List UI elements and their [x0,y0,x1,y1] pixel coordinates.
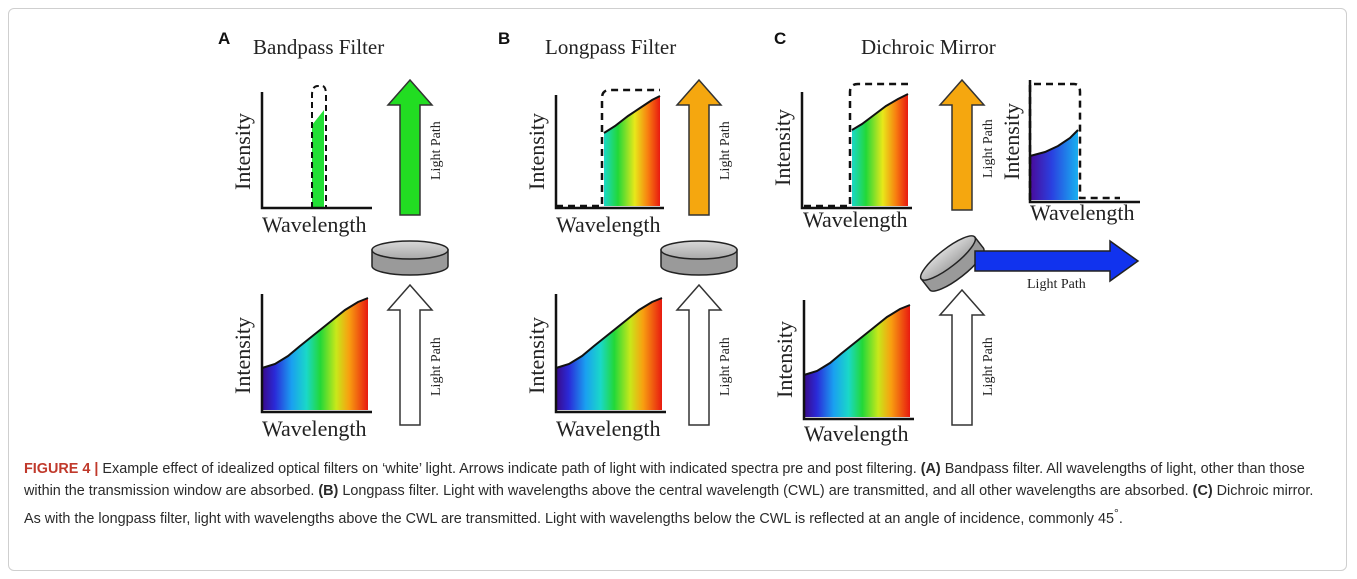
spectrum-curve [803,304,911,376]
bandpass-filter-element [371,240,449,276]
arrow-label: Light Path [429,121,444,180]
figure-diagram: A Bandpass Filter Intensity Wavelength L… [218,29,1140,446]
spectrum-curve [261,297,369,369]
arrow-label: Light Path [981,337,996,396]
input-spectrum-chart: Intensity Wavelength [524,294,666,441]
output-spectrum-chart: Intensity Wavelength [230,85,372,237]
figure-frame [8,8,1347,571]
caption-ref-c: (C) [1192,483,1213,499]
panel-title: Bandpass Filter [253,35,384,59]
spectrum-curve [851,93,909,131]
longpass-filter-element [660,240,738,276]
y-axis-label: Intensity [999,103,1024,180]
arrow-label: Light Path [718,121,733,180]
white-light-spectrum [556,298,662,410]
output-light-arrow [675,78,723,216]
panel-b: B Longpass Filter Intensity Wavelength L… [498,29,738,441]
x-axis-label: Wavelength [556,212,661,237]
caption-ref-a: (A) [920,461,941,477]
figure-caption: FIGURE 4 | Example effect of idealized o… [24,458,1329,530]
degree-sign: ° [1114,506,1119,520]
input-spectrum-chart: Intensity Wavelength [230,294,372,441]
reflected-spectrum [1030,130,1078,200]
panel-letter: B [498,29,510,48]
y-axis-label: Intensity [524,317,549,394]
panel-a: A Bandpass Filter Intensity Wavelength L… [218,29,449,441]
output-light-arrow [938,78,986,211]
axes [260,294,372,414]
transmitted-spectrum-chart: Intensity Wavelength [770,82,912,232]
spectrum-curve [603,95,661,134]
dichroic-mirror-element [919,235,985,292]
input-light-arrow [675,283,723,426]
input-spectrum-chart: Intensity Wavelength [772,300,914,446]
axes [554,95,664,210]
x-axis-label: Wavelength [804,421,909,446]
caption-end: . [1118,510,1123,527]
caption-text-b: Longpass filter. Light with wavelengths … [338,483,1193,499]
input-light-arrow [386,283,434,426]
x-axis-label: Wavelength [803,207,908,232]
reflected-spectrum-chart: Intensity Wavelength [999,80,1140,225]
x-axis-label: Wavelength [556,416,661,441]
y-axis-label: Intensity [770,109,795,186]
axes [800,92,912,210]
y-axis-label: Intensity [772,321,797,398]
caption-text-a: Bandpass filter. All wavelengths of ligh… [24,461,1305,499]
input-light-arrow [938,288,986,426]
y-axis-label: Intensity [230,317,255,394]
axes [260,92,372,210]
output-spectrum-chart: Intensity Wavelength [524,88,664,237]
output-light-arrow [386,78,434,216]
filter-window-outline [556,88,660,208]
spectrum-curve [1029,129,1079,157]
arrow-label: Light Path [718,337,733,396]
panel-letter: C [774,29,786,48]
x-axis-label: Wavelength [1030,200,1135,225]
y-axis-label: Intensity [524,113,549,190]
filter-window-outline [804,82,908,208]
panel-c: C Dichroic Mirror Intensity Wavelength L… [770,29,1140,446]
white-light-spectrum [262,298,368,410]
x-axis-label: Wavelength [262,212,367,237]
transmitted-band [312,110,324,208]
arrow-label: Light Path [1027,277,1086,292]
figure-number: FIGURE 4 | [24,461,99,477]
arrow-label: Light Path [429,337,444,396]
transmitted-spectrum [604,96,660,206]
white-light-spectrum [804,305,910,417]
caption-ref-b: (B) [318,483,339,499]
spectrum-curve [555,297,663,369]
panel-title: Longpass Filter [545,35,676,59]
axes [1028,80,1140,204]
caption-text-c: Dichroic mirror. As with the longpass fi… [24,483,1314,527]
x-axis-label: Wavelength [262,416,367,441]
panel-title: Dichroic Mirror [861,35,996,59]
reflected-light-arrow [974,239,1140,283]
caption-intro: Example effect of idealized optical filt… [98,461,921,477]
y-axis-label: Intensity [230,113,255,190]
filter-window-outline [1028,82,1120,200]
arrow-label: Light Path [981,119,996,178]
axes [802,300,914,421]
axes [554,294,666,414]
panel-letter: A [218,29,230,48]
